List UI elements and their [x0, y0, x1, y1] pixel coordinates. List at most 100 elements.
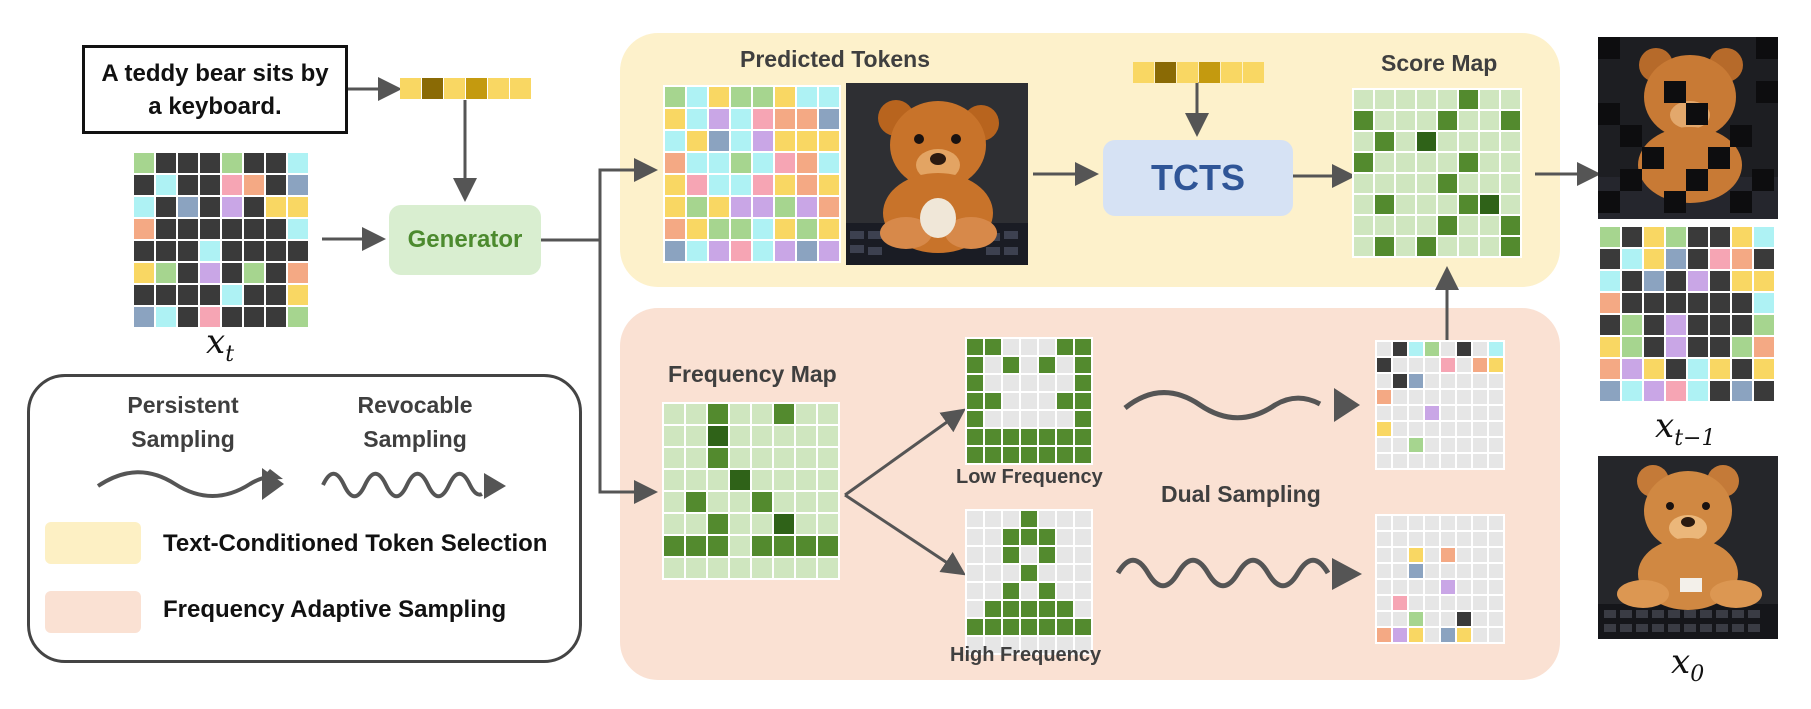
- grid-cell: [967, 601, 983, 617]
- grid-cell: [1354, 111, 1373, 130]
- grid-cell: [1457, 612, 1471, 626]
- grid-cell: [818, 470, 838, 490]
- grid-cell: [1393, 548, 1407, 562]
- grid-cell: [1622, 337, 1642, 357]
- grid-cell: [134, 219, 154, 239]
- grid-cell: [244, 219, 264, 239]
- token-cell: [400, 78, 421, 99]
- grid-cell: [244, 307, 264, 327]
- grid-cell: [1710, 293, 1730, 313]
- grid-cell: [1409, 532, 1423, 546]
- grid-cell: [1473, 422, 1487, 436]
- grid-cell: [1393, 580, 1407, 594]
- grid-cell: [1754, 359, 1774, 379]
- grid-cell: [1417, 111, 1436, 130]
- grid-cell: [985, 393, 1001, 409]
- revocable-sampling-arrowhead: [1332, 558, 1362, 590]
- grid-cell: [731, 87, 751, 107]
- grid-cell: [967, 583, 983, 599]
- grid-cell: [686, 492, 706, 512]
- grid-cell: [1754, 227, 1774, 247]
- grid-cell: [1417, 90, 1436, 109]
- grid-cell: [752, 426, 772, 446]
- grid-cell: [1039, 375, 1055, 391]
- grid-cell: [1377, 390, 1391, 404]
- grid-cell: [1425, 564, 1439, 578]
- grid-cell: [1622, 315, 1642, 335]
- grid-cell: [1377, 532, 1391, 546]
- grid-cell: [1473, 564, 1487, 578]
- grid-cell: [1057, 529, 1073, 545]
- grid-cell: [1688, 249, 1708, 269]
- grid-cell: [1057, 339, 1073, 355]
- grid-cell: [1457, 580, 1471, 594]
- grid-cell: [687, 131, 707, 151]
- grid-cell: [1409, 358, 1423, 372]
- grid-cell: [288, 219, 308, 239]
- grid-cell: [730, 514, 750, 534]
- grid-cell: [665, 241, 685, 261]
- grid-cell: [178, 263, 198, 283]
- grid-cell: [1075, 357, 1091, 373]
- grid-cell: [664, 514, 684, 534]
- grid-cell: [1666, 227, 1686, 247]
- grid-cell: [797, 153, 817, 173]
- grid-cell: [1057, 565, 1073, 581]
- grid-cell: [1375, 153, 1394, 172]
- grid-cell: [1396, 195, 1415, 214]
- grid-cell: [1459, 216, 1478, 235]
- low-frequency-label: Low Frequency: [956, 466, 1103, 488]
- grid-cell: [1438, 132, 1457, 151]
- grid-cell: [1003, 601, 1019, 617]
- grid-cell: [665, 175, 685, 195]
- grid-cell: [134, 153, 154, 173]
- grid-cell: [288, 175, 308, 195]
- grid-cell: [1425, 374, 1439, 388]
- grid-cell: [774, 426, 794, 446]
- grid-cell: [1473, 406, 1487, 420]
- grid-cell: [797, 109, 817, 129]
- grid-cell: [967, 637, 983, 653]
- grid-cell: [1075, 375, 1091, 391]
- grid-cell: [1425, 612, 1439, 626]
- grid-cell: [1600, 271, 1620, 291]
- grid-cell: [708, 536, 728, 556]
- grid-cell: [1393, 438, 1407, 452]
- grid-cell: [1409, 580, 1423, 594]
- grid-cell: [708, 558, 728, 578]
- revocable-sampling-arrow: [1115, 557, 1331, 589]
- grid-cell: [1021, 447, 1037, 463]
- grid-cell: [1644, 293, 1664, 313]
- grid-cell: [753, 87, 773, 107]
- tcts-label: TCTS: [1151, 157, 1245, 198]
- grid-cell: [687, 197, 707, 217]
- legend-persistent-arrow: [96, 470, 276, 498]
- grid-cell: [1710, 337, 1730, 357]
- grid-cell: [1480, 174, 1499, 193]
- grid-cell: [730, 536, 750, 556]
- grid-cell: [753, 109, 773, 129]
- grid-cell: [1396, 174, 1415, 193]
- grid-cell: [708, 426, 728, 446]
- grid-cell: [730, 404, 750, 424]
- legend-frequency-adaptive-label: Frequency Adaptive Sampling: [163, 596, 507, 623]
- grid-cell: [1396, 111, 1415, 130]
- grid-cell: [1438, 153, 1457, 172]
- grid-cell: [818, 558, 838, 578]
- grid-cell: [1003, 357, 1019, 373]
- grid-cell: [819, 109, 839, 129]
- grid-cell: [1732, 381, 1752, 401]
- grid-cell: [1409, 422, 1423, 436]
- grid-cell: [687, 153, 707, 173]
- grid-cell: [1075, 583, 1091, 599]
- grid-cell: [1732, 271, 1752, 291]
- grid-cell: [1501, 153, 1520, 172]
- grid-cell: [178, 153, 198, 173]
- grid-cell: [1057, 357, 1073, 373]
- grid-cell: [1666, 359, 1686, 379]
- grid-cell: [1021, 511, 1037, 527]
- grid-cell: [967, 511, 983, 527]
- grid-cell: [752, 558, 772, 578]
- grid-cell: [1666, 381, 1686, 401]
- grid-cell: [288, 197, 308, 217]
